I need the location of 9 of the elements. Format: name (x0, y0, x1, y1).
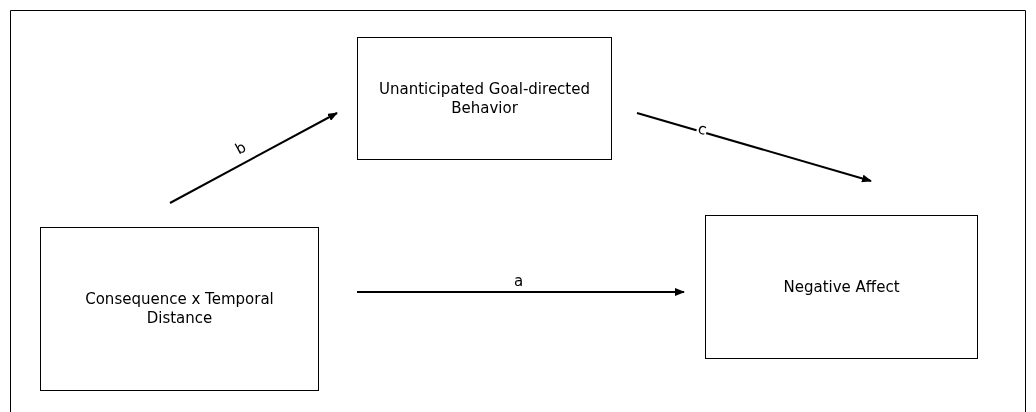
arrow (636, 112, 872, 183)
process-box (705, 215, 978, 359)
arrow (356, 288, 685, 296)
process-box (40, 227, 319, 391)
box-text: Consequence x Temporal Distance (84, 290, 275, 328)
box-text: Negative Affect (783, 277, 900, 297)
arrow (169, 112, 338, 204)
box-text: Unanticipated Goal-directed Behavior (378, 79, 591, 118)
process-box (357, 37, 612, 160)
